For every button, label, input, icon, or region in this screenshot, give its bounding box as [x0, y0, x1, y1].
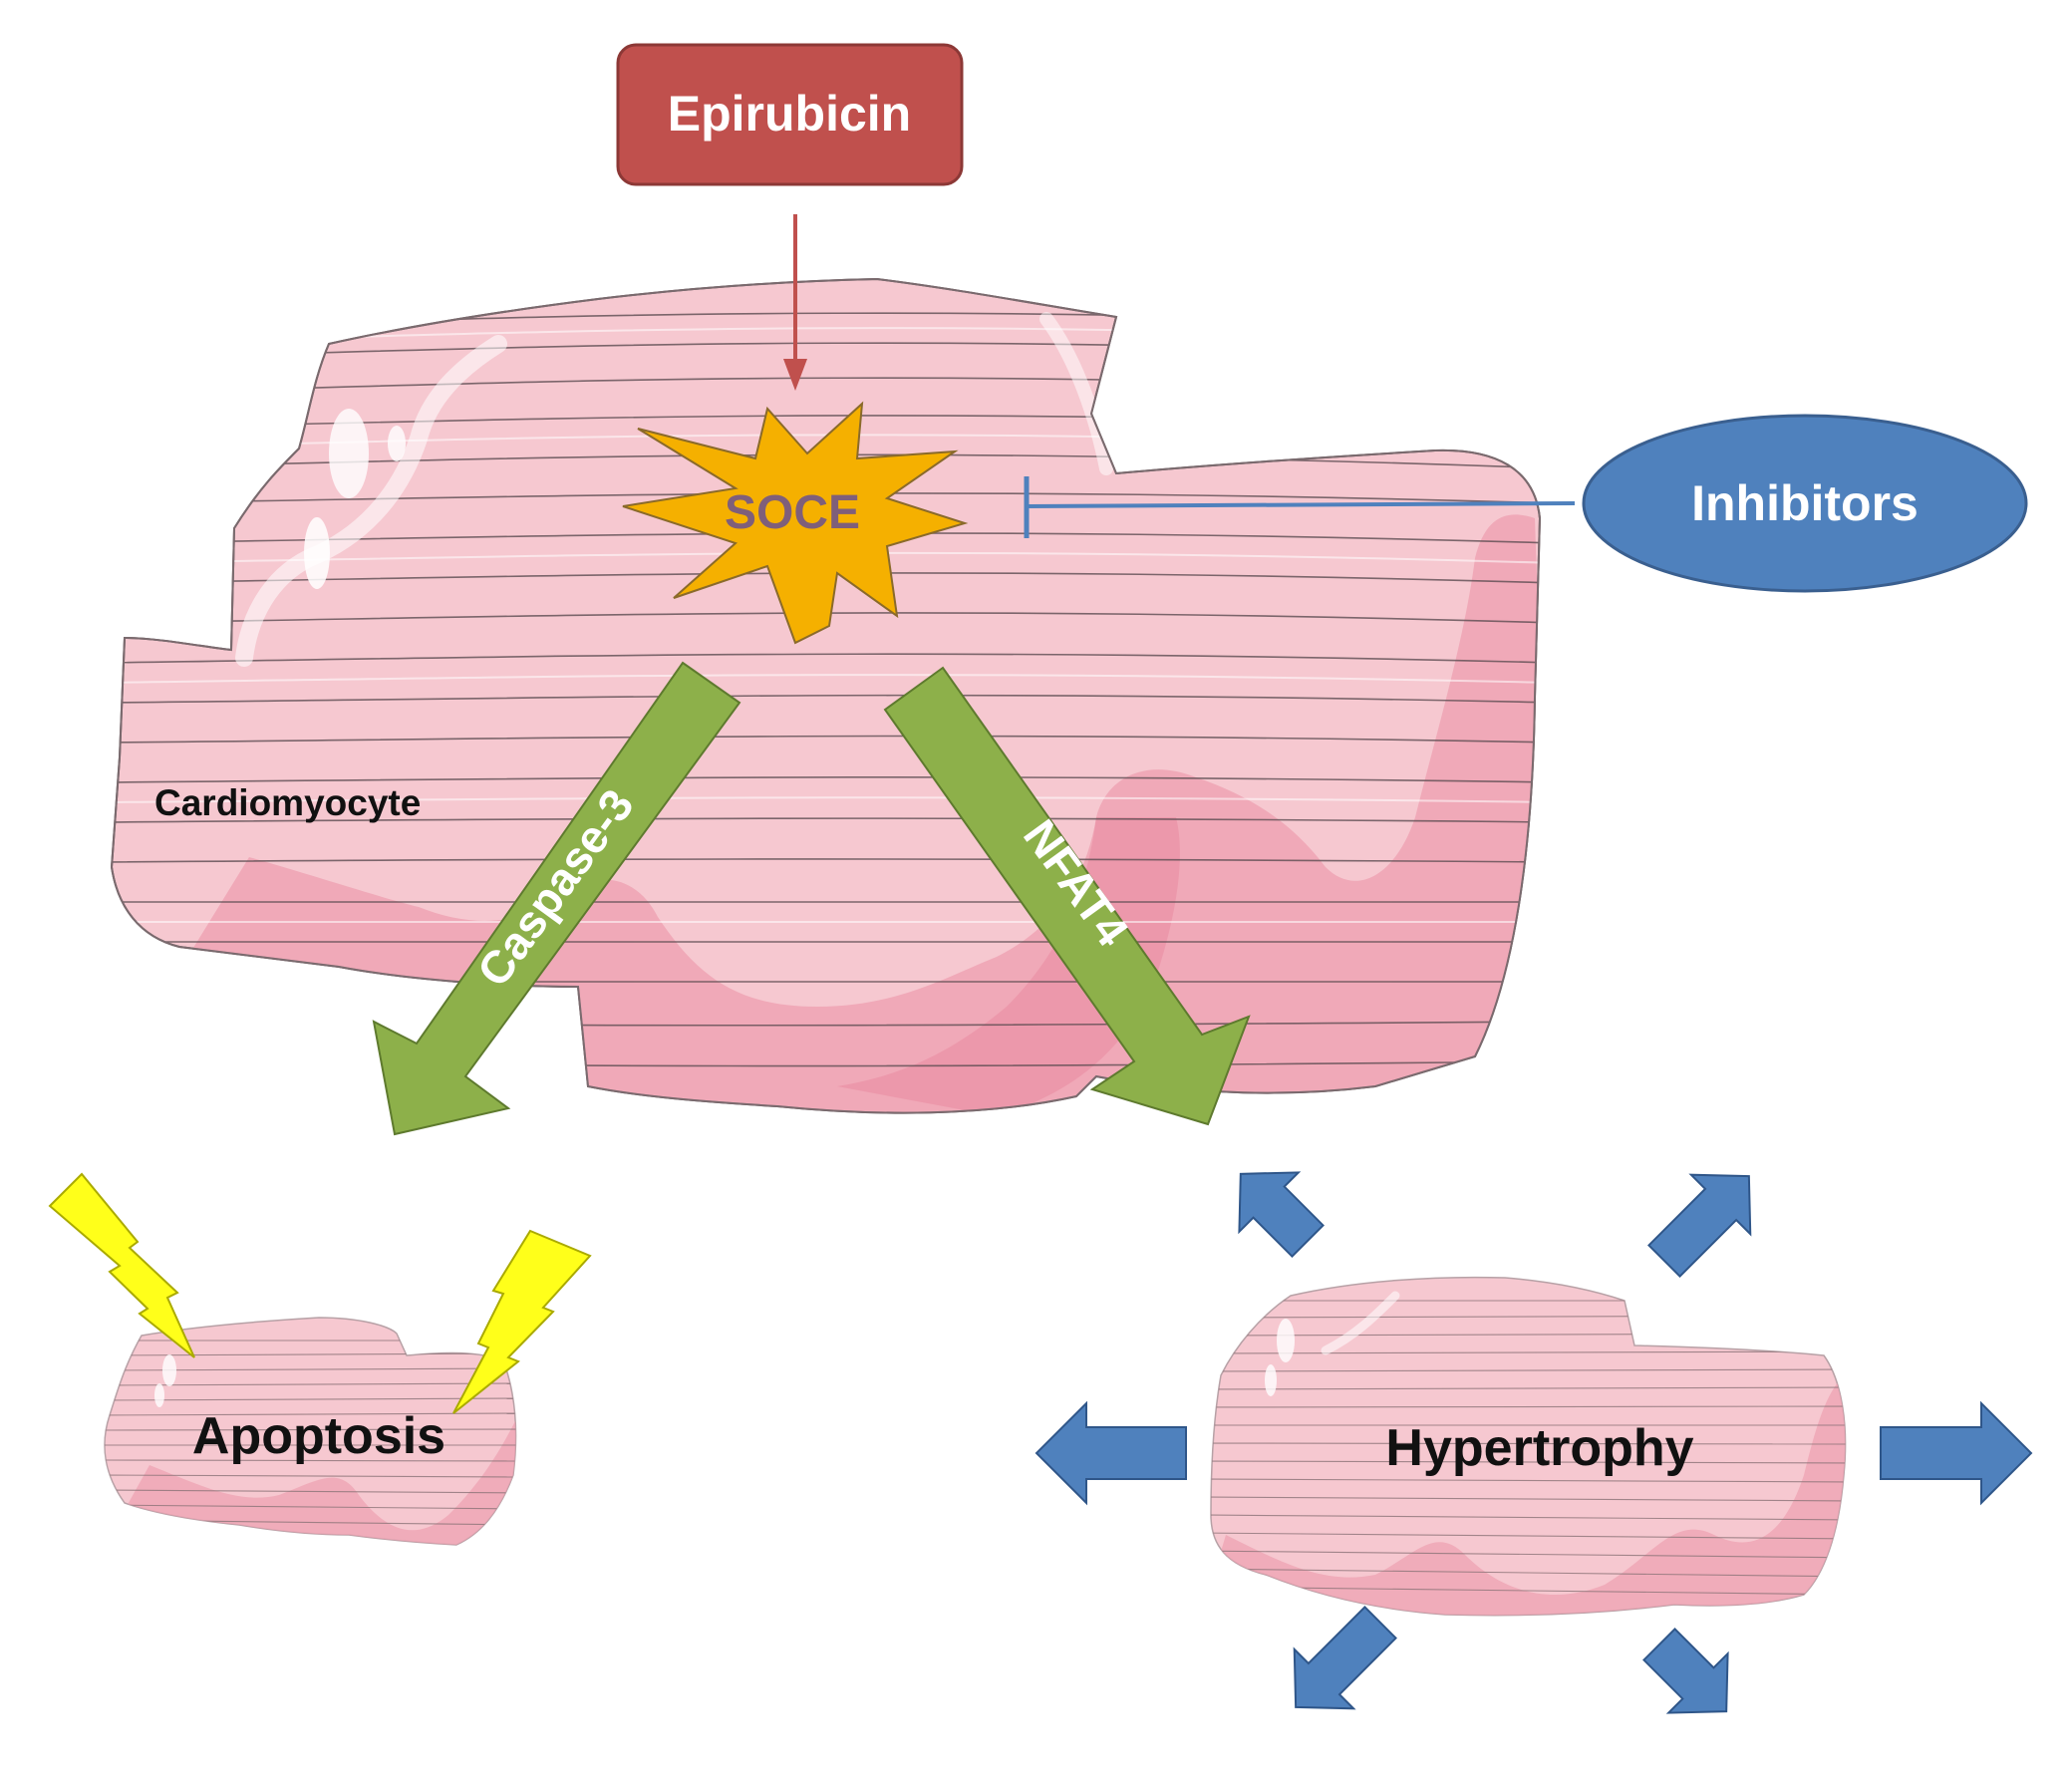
expand-down-left-arrow-icon — [1293, 1606, 1397, 1710]
lightning-bolt-icon — [48, 1172, 195, 1358]
apoptosis-label: Apoptosis — [192, 1407, 445, 1465]
cardiomyocyte-label: Cardiomyocyte — [154, 782, 421, 823]
expand-left-arrow-icon — [1035, 1400, 1187, 1506]
inhibitor-line — [1024, 476, 1576, 538]
hypertrophic-cell — [1210, 1276, 1847, 1617]
expand-right-arrow-icon — [1880, 1400, 2033, 1506]
expand-down-right-arrow-icon — [1642, 1628, 1729, 1714]
inhibitors-label: Inhibitors — [1691, 475, 1919, 531]
cardiomyocyte-cell — [110, 277, 1542, 1114]
epirubicin-arrow — [783, 214, 807, 391]
expand-up-right-arrow-icon — [1647, 1173, 1752, 1278]
soce-burst: SOCE — [622, 401, 969, 645]
expand-up-left-arrow-icon — [1238, 1171, 1325, 1258]
hypertrophy-label: Hypertrophy — [1385, 1419, 1693, 1477]
lightning-bolt-icon — [452, 1229, 592, 1414]
apoptotic-cell — [104, 1317, 517, 1546]
epirubicin-box: Epirubicin — [616, 43, 964, 186]
soce-label: SOCE — [725, 486, 860, 539]
epirubicin-label: Epirubicin — [668, 86, 911, 142]
expansion-arrows — [1035, 1171, 2033, 1714]
inhibitors-ellipse: Inhibitors — [1582, 414, 2028, 593]
